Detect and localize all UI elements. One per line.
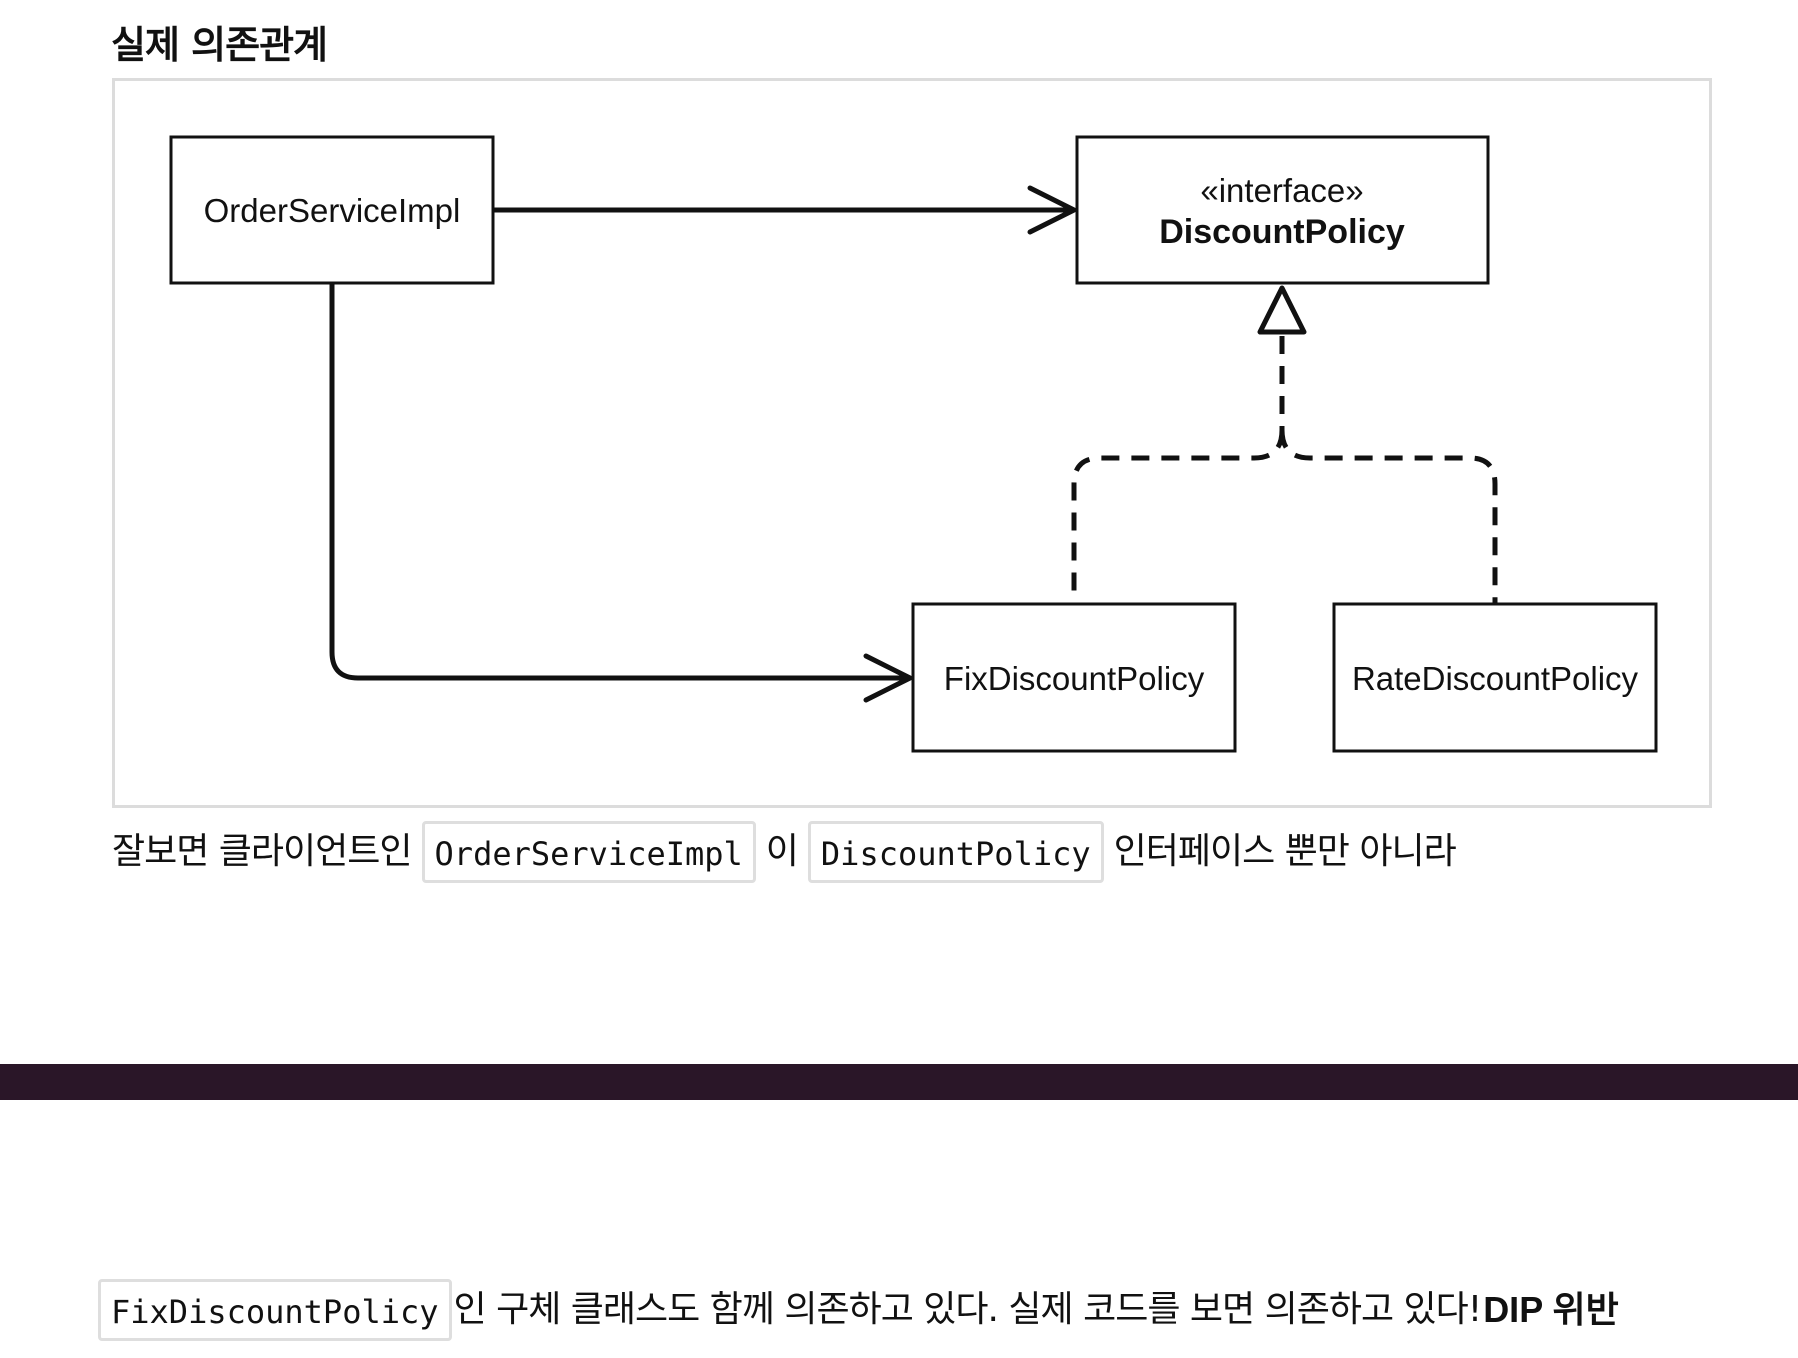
- interface-stereotype-label: «interface»: [1200, 172, 1363, 209]
- section-divider: [0, 1064, 1798, 1100]
- realization-triangle-icon: [1257, 285, 1307, 335]
- order-service-impl-label: OrderServiceImpl: [204, 192, 461, 229]
- rate-discount-policy-node: RateDiscountPolicy: [1332, 602, 1658, 753]
- dependency-arrow-to-interface: [493, 185, 1077, 235]
- discount-policy-label: DiscountPolicy: [1159, 213, 1405, 251]
- section-heading: 실제 의존관계: [111, 23, 328, 67]
- dip-violation-emphasis: DIP 위반: [1483, 1289, 1619, 1330]
- paragraph1-text-2: 이: [765, 831, 799, 872]
- fix-discount-policy-label: FixDiscountPolicy: [944, 660, 1205, 697]
- code-discount-policy: DiscountPolicy: [807, 821, 1104, 883]
- paragraph2-text-1: 인 구체 클래스도 함께 의존하고 있다. 실제 코드를 보면 의존하고 있다!: [453, 1289, 1483, 1330]
- discount-policy-node: «interface» DiscountPolicy: [1075, 135, 1490, 285]
- code-fix-discount-policy: FixDiscountPolicy: [98, 1279, 452, 1341]
- dependency-arrow-to-fix-policy: [329, 283, 913, 703]
- order-service-impl-node: OrderServiceImpl: [169, 135, 495, 285]
- realization-connectors: [1071, 336, 1498, 604]
- explanation-paragraph-2: FixDiscountPolicy 인 구체 클래스도 함께 의존하고 있다. …: [98, 1276, 1619, 1344]
- paragraph1-text-1: 잘보면 클라이언트인: [112, 831, 413, 872]
- code-order-service-impl: OrderServiceImpl: [421, 821, 756, 883]
- fix-discount-policy-node: FixDiscountPolicy: [911, 602, 1237, 753]
- paragraph1-text-3: 인터페이스 뿐만 아니라: [1113, 831, 1457, 872]
- rate-discount-policy-label: RateDiscountPolicy: [1352, 660, 1639, 697]
- explanation-paragraph-1: 잘보면 클라이언트인 OrderServiceImpl 이 DiscountPo…: [110, 818, 1458, 886]
